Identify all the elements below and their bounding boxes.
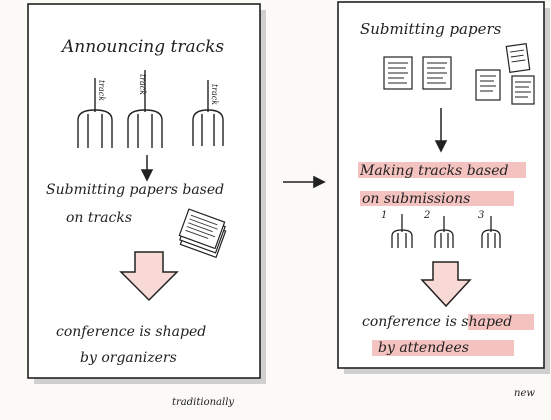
right-track-forks <box>391 214 501 248</box>
right-block-arrow <box>420 261 472 308</box>
track-fork-icon <box>391 214 413 248</box>
left-down-arrow <box>140 155 154 182</box>
paper-stack-icon <box>178 208 227 259</box>
highlight-making-tracks <box>358 162 526 178</box>
paper-icon <box>422 56 452 90</box>
left-panel: Announcing tracks track track track <box>27 3 266 408</box>
submitted-papers-icons <box>383 43 535 105</box>
paper-icon <box>511 75 535 105</box>
right-title: Submitting papers <box>360 20 502 38</box>
track-fork-icon <box>434 216 454 248</box>
right-step2-line2: on submissions <box>362 191 470 207</box>
track-fork-icon <box>77 78 113 148</box>
right-result-line1: conference is shaped <box>362 314 512 330</box>
left-step2-line1: Submitting papers based <box>46 182 224 198</box>
left-panel-frame <box>27 3 261 379</box>
left-result-line2: by organizers <box>80 350 177 366</box>
track-number: 3 <box>478 210 484 221</box>
right-step2-line1: Making tracks based <box>359 163 508 179</box>
left-block-arrow <box>119 251 179 302</box>
highlight-by-attendees <box>372 340 514 356</box>
left-title: Announcing tracks <box>60 37 224 57</box>
left-track-forks <box>77 70 224 148</box>
paper-icon <box>505 43 531 73</box>
track-fork-icon <box>127 70 163 148</box>
track-label: track <box>138 74 147 95</box>
track-number: 1 <box>381 210 387 221</box>
right-result-line2: by attendees <box>378 340 469 356</box>
track-fork-icon <box>481 216 501 248</box>
transition-arrow <box>283 175 326 189</box>
highlight-shaped <box>468 314 534 330</box>
right-footer: new <box>514 388 535 399</box>
paper-icon <box>383 56 413 90</box>
right-down-arrow <box>434 108 448 153</box>
paper-icon <box>475 69 501 101</box>
right-panel: Submitting papers <box>337 1 550 399</box>
track-fork-icon <box>192 80 224 146</box>
left-result-line1: conference is shaped <box>56 324 206 340</box>
track-label: track <box>210 84 219 105</box>
track-number: 2 <box>423 210 430 221</box>
left-footer: traditionally <box>172 397 234 408</box>
left-step2-line2: on tracks <box>66 210 132 226</box>
highlight-on-submissions <box>360 191 514 206</box>
track-label: track <box>97 80 106 101</box>
